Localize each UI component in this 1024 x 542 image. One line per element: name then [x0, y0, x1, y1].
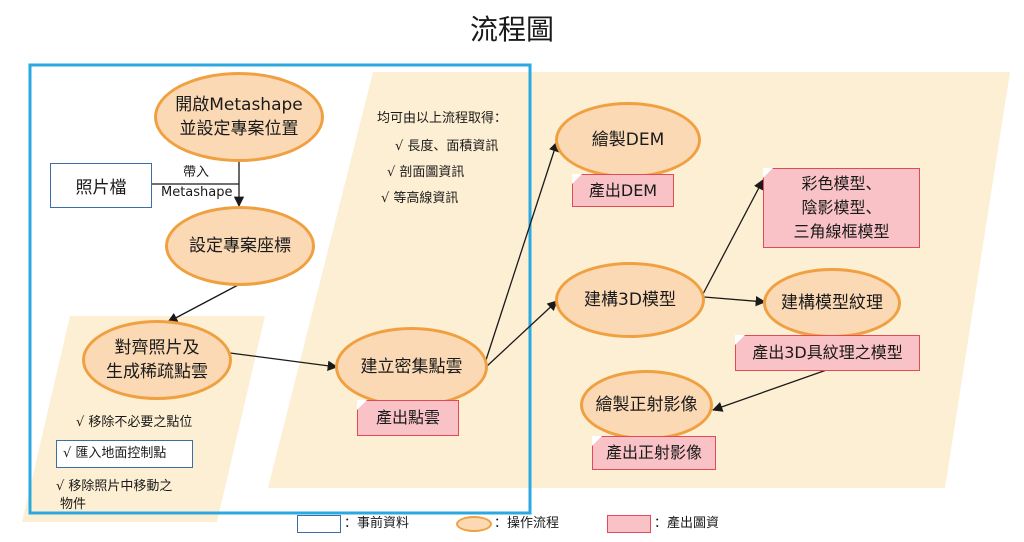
- output-ortho: 產出正射影像: [592, 436, 716, 470]
- process-draw-ortho: 繪製正射影像: [580, 370, 713, 440]
- arrow-dense-to-dem: [485, 141, 560, 361]
- legend-data-swatch: [297, 515, 341, 533]
- legend-output-swatch: [607, 515, 651, 533]
- output-dem: 產出DEM: [572, 174, 674, 207]
- output-models: 彩色模型、 陰影模型、 三角線框模型: [763, 168, 920, 248]
- process-build-3d-model: 建構3D模型: [555, 262, 705, 338]
- process-set-coordinates: 設定專案座標: [165, 206, 315, 286]
- arrow-3d-model-to-models: [702, 179, 764, 295]
- note-remove-points: √ 移除不必要之點位: [76, 415, 193, 430]
- derivable-profile: √ 剖面圖資訊: [387, 165, 465, 180]
- import-label-bottom: Metashape: [161, 185, 233, 200]
- arrow-texture-output-to-ortho: [712, 366, 836, 412]
- process-open-metashape: 開啟Metashape 並設定專案位置: [154, 72, 324, 162]
- legend-process-swatch: [456, 516, 492, 532]
- arrow-3d-model-to-texture: [703, 296, 767, 307]
- process-draw-dem: 繪製DEM: [555, 102, 701, 178]
- derivable-length-area: √ 長度、面積資訊: [395, 139, 499, 154]
- legend-process-label: ：操作流程: [494, 516, 560, 531]
- output-textured-model: 產出3D具紋理之模型: [735, 335, 920, 371]
- note-import-gcp: √ 匯入地面控制點: [63, 446, 167, 461]
- arrow-dense-to-3d-model: [485, 300, 558, 368]
- process-align-photos: 對齊照片及 生成稀疏點雲: [82, 320, 232, 400]
- derivable-contour: √ 等高線資訊: [381, 191, 459, 206]
- arrow-align-to-dense: [229, 352, 339, 371]
- legend-data-label: ：事前資料: [344, 516, 410, 531]
- output-point-cloud: 產出點雲: [357, 400, 459, 436]
- note-remove-moving-line2: 物件: [60, 497, 87, 512]
- process-dense-cloud: 建立密集點雲: [335, 327, 488, 407]
- note-remove-moving-line1: √ 移除照片中移動之: [56, 479, 173, 494]
- pre-metashape-frame: [28, 63, 532, 515]
- arrow-coordinates-to-align: [167, 284, 239, 323]
- photo-file-box: 照片檔: [50, 163, 152, 208]
- page-title: 流程圖: [469, 13, 554, 46]
- import-label-top: 帶入: [183, 165, 210, 180]
- process-build-texture: 建構模型紋理: [763, 268, 901, 338]
- note-import-gcp-box: √ 匯入地面控制點: [56, 440, 193, 468]
- derivable-header: 均可由以上流程取得：: [377, 111, 508, 126]
- legend-output-label: ：產出圖資: [654, 516, 720, 531]
